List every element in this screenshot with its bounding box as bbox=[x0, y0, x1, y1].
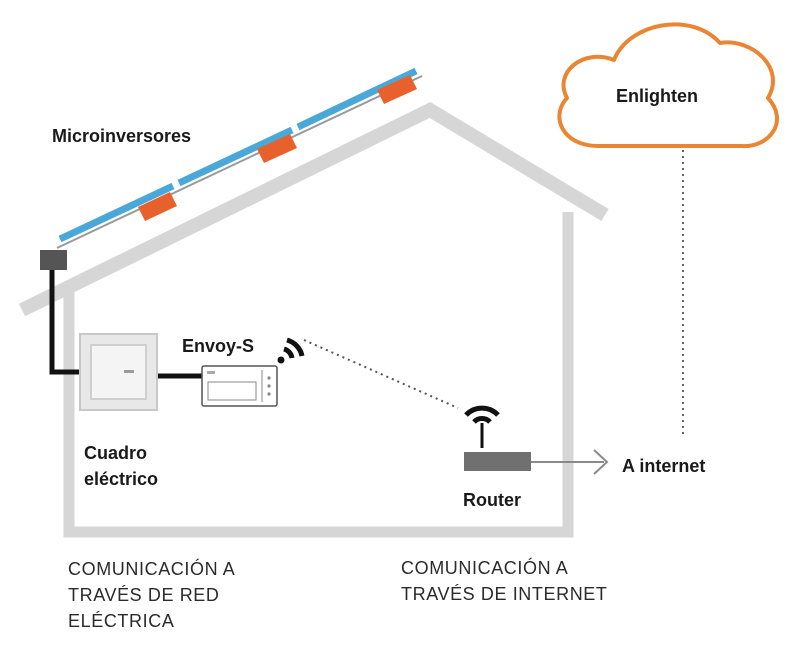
internet-caption-line: TRAVÉS DE INTERNET bbox=[401, 584, 608, 604]
electrical-panel bbox=[79, 333, 158, 411]
ac-wiring bbox=[49, 270, 82, 375]
internet-label: A internet bbox=[622, 456, 706, 476]
house-walls bbox=[63, 212, 574, 538]
envoy-wifi-icon bbox=[277, 337, 305, 364]
powerline-caption-line: TRAVÉS DE RED bbox=[68, 585, 220, 605]
wireless-link bbox=[303, 339, 459, 409]
microinverter bbox=[138, 192, 177, 221]
solar-array bbox=[56, 67, 423, 249]
envoy-label: Envoy-S bbox=[182, 336, 255, 356]
powerline-caption: COMUNICACIÓN A TRAVÉS DE RED ELÉCTRICA bbox=[68, 556, 235, 634]
panel-label-line1: Cuadro bbox=[84, 443, 147, 463]
panel-label-line2: eléctrico bbox=[84, 469, 159, 489]
solar-panel bbox=[177, 126, 294, 187]
solar-panel bbox=[58, 182, 175, 243]
microinverter bbox=[377, 75, 417, 104]
cloud-label: Enlighten bbox=[616, 86, 698, 106]
powerline-caption-line: ELÉCTRICA bbox=[68, 611, 175, 631]
router-label: Router bbox=[463, 490, 521, 510]
internet-caption-line: COMUNICACIÓN A bbox=[401, 558, 569, 578]
junction-box bbox=[40, 250, 67, 270]
internet-arrow-icon bbox=[593, 449, 609, 475]
house bbox=[18, 102, 609, 538]
solar-panel bbox=[296, 67, 418, 131]
microinverter bbox=[257, 134, 297, 163]
cloud-icon bbox=[557, 22, 779, 149]
house-roof bbox=[18, 102, 609, 317]
router-box bbox=[464, 452, 531, 471]
microinverters-label: Microinversores bbox=[52, 126, 192, 146]
internet-caption: COMUNICACIÓN A TRAVÉS DE INTERNET bbox=[401, 555, 608, 607]
router-wifi-icon bbox=[464, 405, 500, 448]
powerline-caption-line: COMUNICACIÓN A bbox=[68, 559, 236, 579]
envoy-device bbox=[201, 365, 278, 407]
panel-rail bbox=[56, 75, 423, 249]
